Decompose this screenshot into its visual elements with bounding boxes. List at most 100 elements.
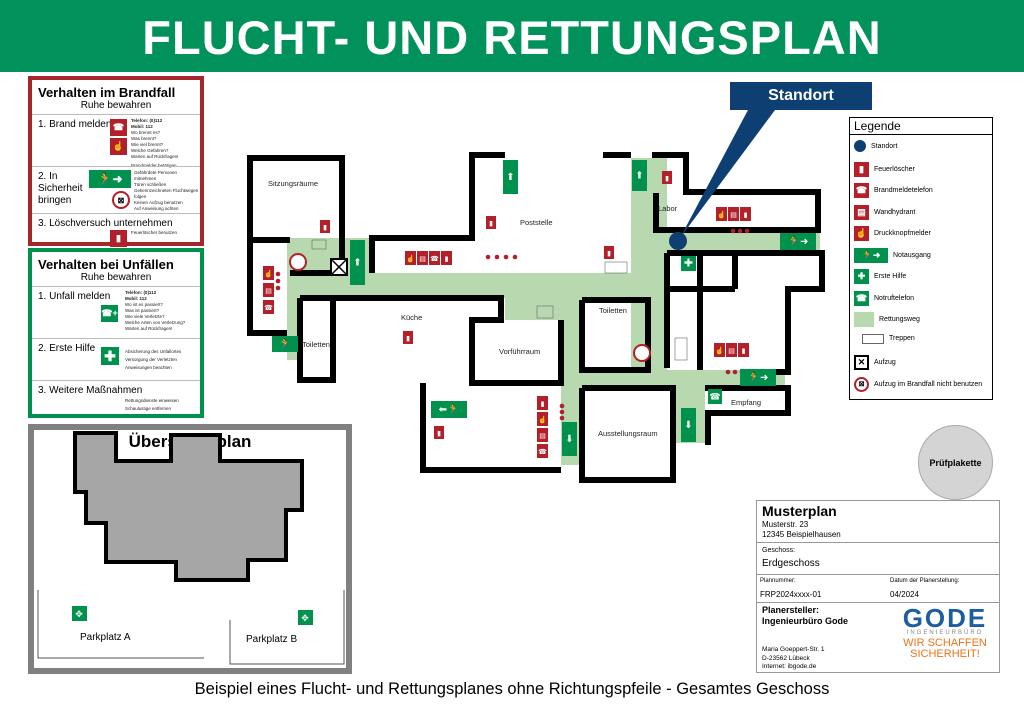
emergency-exit-icon [740, 369, 776, 386]
tel-label: Telefon: [125, 290, 143, 295]
info-line: Absicherung des Unfallortes [125, 349, 182, 354]
emergency-exit-icon [431, 401, 467, 418]
elevator-symbol [330, 258, 348, 276]
room-label: Sitzungsräume [268, 179, 319, 188]
legend-item: ✚Erste Hilfe [854, 269, 906, 284]
legend-label: Druckknopfmelder [874, 230, 931, 237]
emergency-exit-icon [780, 233, 816, 250]
date-label: Datum der Planerstellung: [890, 578, 960, 584]
legend-item: ☎Brandmeldetelefon [854, 183, 933, 198]
fire-equipment-icon-glyph: ☎ [430, 255, 439, 263]
svg-text:✥: ✥ [75, 609, 83, 619]
mobil-value: 112 [139, 296, 147, 301]
emergency-exit-icon [681, 408, 696, 442]
legend-label: Treppen [889, 335, 915, 342]
fire-equipment-icon [537, 412, 548, 426]
plan-name: Musterplan [762, 503, 837, 519]
fire-equipment-icon [537, 396, 548, 410]
overview-plan: Übersichtsplan ✥ ✥ Parkplatz A Parkplatz… [28, 424, 352, 674]
fire-extinguisher-icon-glyph: ▮ [489, 221, 493, 228]
accident-step-2: 2. Erste Hilfe [38, 343, 96, 354]
fire-panel-subtitle: Ruhe bewahren [80, 100, 152, 111]
fire-equipment-icon-glyph: ▤ [728, 348, 735, 355]
info-line: Türen schließen [134, 182, 167, 187]
info-line: Brandmelder betätigen [131, 163, 177, 168]
emergency-exit-icon-glyph: ⬇ [684, 420, 692, 431]
accident-step-1: 1. Unfall melden [38, 291, 111, 302]
equipment-marker [725, 369, 731, 375]
no-elevator-icon: ⊠ [112, 191, 130, 209]
legend-title: Legende [850, 118, 992, 135]
parking-a-outline [37, 590, 204, 659]
fire-equipment-icon-glyph: ▮ [744, 212, 748, 219]
stairs-icon [862, 333, 884, 344]
info-line: Warten auf Rückfragen! [131, 154, 179, 159]
equipment-marker [503, 254, 509, 260]
fire-equipment-icon [263, 266, 274, 280]
equipment-marker [494, 254, 500, 260]
fire-extinguisher-icon-glyph: ▮ [607, 251, 611, 258]
fire-extinguisher-icon-glyph: ▮ [665, 176, 669, 183]
legend-label: Aufzug [874, 359, 896, 366]
parking-b-label: Parkplatz B [246, 634, 298, 645]
equipment-marker [275, 271, 281, 277]
accident-instructions-panel: Verhalten bei Unfällen Ruhe bewahren 1. … [28, 248, 204, 418]
floor-value: Erdgeschoss [762, 558, 820, 569]
info-line: Was ist passiert? [125, 308, 160, 313]
elevator-icon: ✕ [854, 355, 869, 370]
equipment-marker [512, 254, 518, 260]
equipment-marker [730, 228, 736, 234]
emergency-phone-icon: ☎ [854, 290, 869, 306]
plan-city: 12345 Beispielhausen [762, 530, 841, 539]
svg-text:✥: ✥ [301, 613, 309, 623]
emergency-exit-icon [632, 160, 647, 191]
alarm-button-icon: ☝ [854, 226, 869, 241]
fire-extinguisher-icon [604, 246, 614, 259]
fire-equipment-icon [738, 343, 749, 357]
accident-panel-title: Verhalten bei Unfällen [38, 257, 174, 272]
assembly-point-icon [72, 606, 87, 621]
first-aid-icon-glyph: ✚ [684, 258, 693, 270]
room-label: Poststelle [520, 218, 553, 227]
info-line: Welche Gefahren? [131, 148, 169, 153]
standort-marker [669, 232, 687, 250]
planner-address: Maria Goeppert-Str. 1 [762, 646, 825, 653]
emergency-exit-icon [503, 160, 518, 194]
room-label: Labor [658, 204, 678, 213]
standort-callout: Standort [730, 82, 872, 110]
fire-equipment-icon [537, 444, 548, 458]
fire-equipment-icon-glyph: ▤ [539, 433, 546, 440]
tel-label: Telefon: [131, 118, 149, 123]
first-aid-icon: ✚ [854, 269, 869, 284]
equipment-marker [559, 415, 565, 421]
escape-routes [287, 158, 820, 465]
fire-equipment-icon-glyph: ☎ [538, 448, 547, 456]
fire-equipment-icon-glyph: ☝ [538, 415, 547, 424]
legend-item: ▮Feuerlöscher [854, 161, 915, 177]
mobil-value: 112 [145, 124, 153, 129]
standort-pointer [680, 110, 775, 238]
slogan-line1: WIR SCHAFFEN [903, 637, 987, 649]
room-label: Toiletten [599, 306, 627, 315]
info-line: Anweisungen beachten [125, 365, 172, 370]
fire-extinguisher-icon [662, 171, 672, 184]
first-aid-icon [681, 256, 696, 271]
info-line: Schaulustige entfernen [125, 406, 172, 411]
date-value: 04/2024 [890, 590, 919, 599]
fire-equipment-icon [726, 343, 737, 357]
fire-step-1: 1. Brand melden [38, 119, 112, 130]
legend-item: Rettungsweg [854, 312, 920, 327]
info-line: Versorgung der Verletzten [125, 357, 178, 362]
fire-equipment-icon-glyph: ▤ [419, 256, 426, 263]
fire-equipment-icon [429, 251, 440, 265]
fire-equipment-icon-glyph: ☝ [406, 254, 415, 263]
info-line: Rettungsdienste einweisen [125, 398, 179, 403]
emergency-exit-icon-glyph: ⬆ [353, 258, 361, 269]
hydrant-icon: ▤ [854, 204, 869, 220]
fire-extinguisher-icon [403, 331, 413, 344]
fire-equipment-icon [263, 300, 274, 314]
fire-extinguisher-icon [434, 426, 444, 439]
info-line: Keinen Aufzug benutzen [134, 200, 183, 205]
